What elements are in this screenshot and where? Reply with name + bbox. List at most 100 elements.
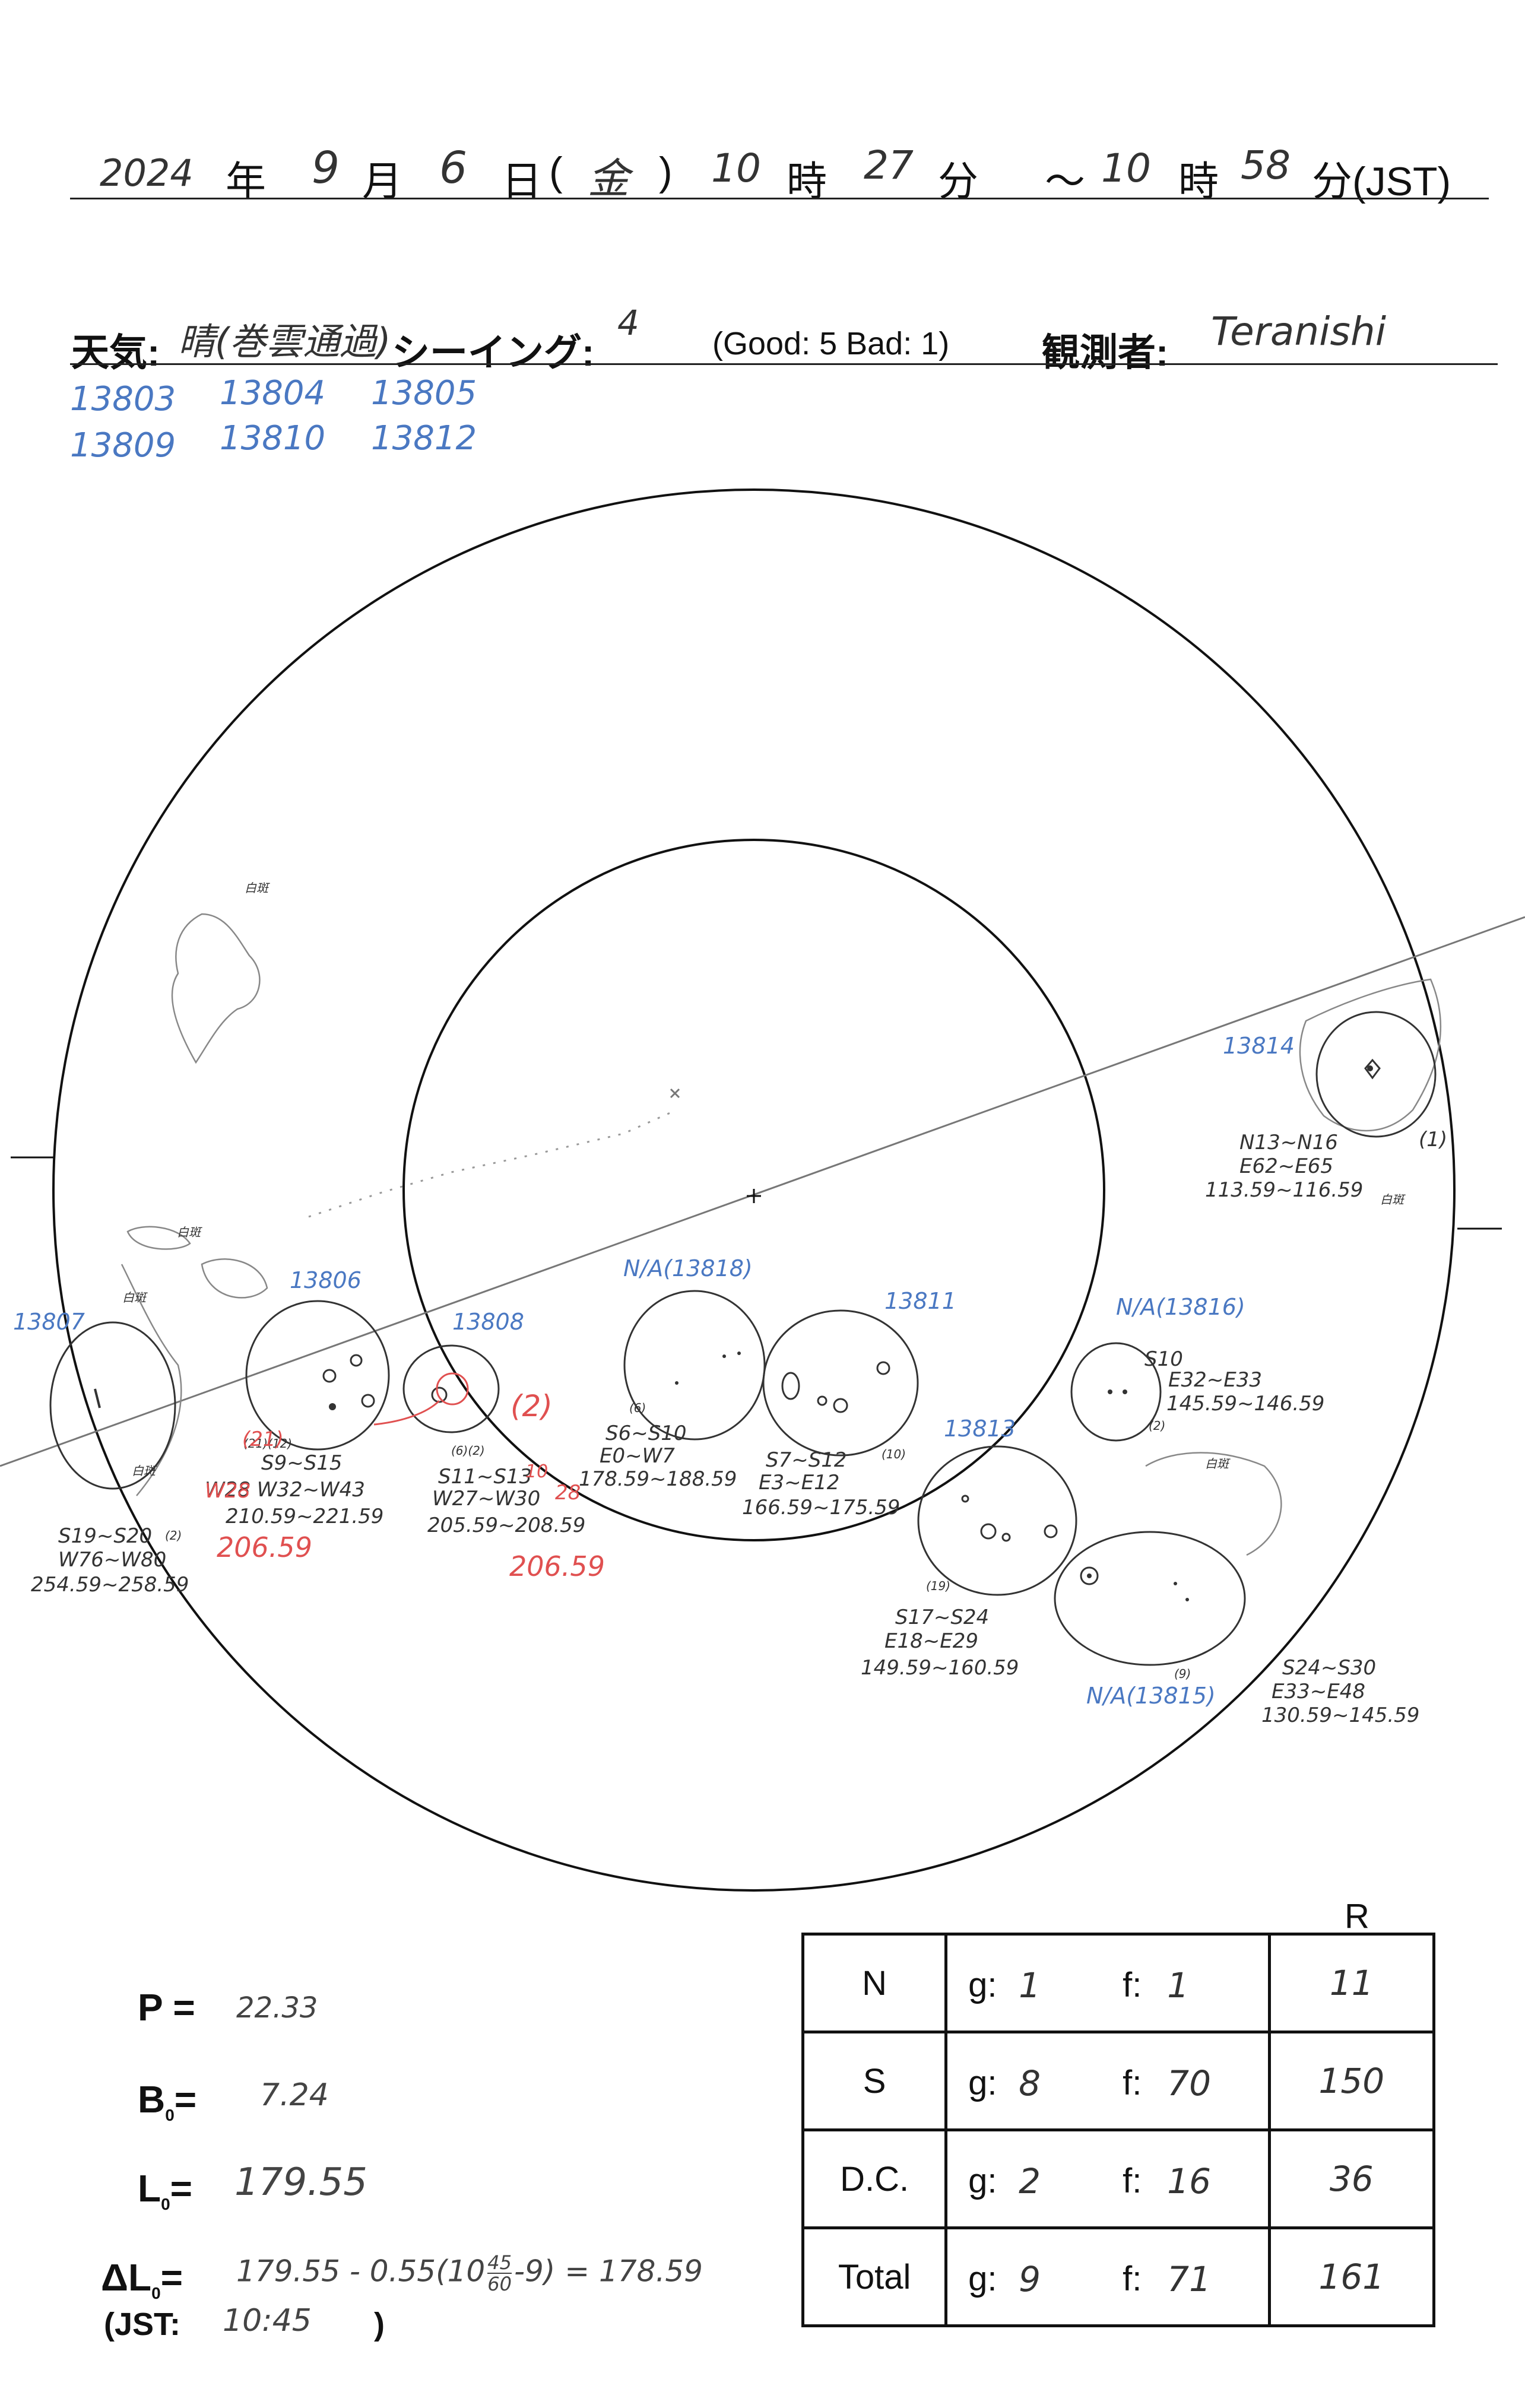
sunspot-umbra xyxy=(737,1351,741,1355)
sunspot-group-13816 xyxy=(1070,1342,1162,1442)
p-value: 22.33 xyxy=(236,1991,318,2025)
g-value: 8 xyxy=(1019,2063,1041,2104)
region-count: (21)(12) xyxy=(243,1436,293,1451)
region-label: 13813 xyxy=(944,1416,1016,1442)
g-value: 2 xyxy=(1019,2161,1041,2201)
r-value: 161 xyxy=(1267,2226,1436,2327)
facula-outline xyxy=(201,1258,268,1299)
weather-underline xyxy=(70,363,1498,365)
sunspot xyxy=(980,1523,997,1540)
region-lat: S19~S20 xyxy=(58,1524,153,1548)
correction-note: 206.59 xyxy=(509,1550,605,1582)
region-lat: S24~S30 xyxy=(1282,1656,1377,1680)
region-cml: 130.59~145.59 xyxy=(1261,1703,1420,1727)
region-list-item: 13803 xyxy=(70,380,176,418)
jst-label: (JST: xyxy=(104,2307,181,2342)
seeing-scale: (Good: 5 Bad: 1) xyxy=(712,326,950,361)
sunspot-group-13807 xyxy=(49,1321,176,1490)
header-underline xyxy=(70,198,1489,199)
sunspot xyxy=(94,1388,101,1408)
hour-unit: 時 xyxy=(787,159,828,204)
sunspot xyxy=(431,1387,448,1403)
sunspot-group-13811 xyxy=(762,1309,919,1457)
facula-outline xyxy=(121,1264,182,1496)
inner-reference-circle xyxy=(402,839,1105,1541)
jst-value: 10:45 xyxy=(223,2303,312,2339)
region-lat: S9~S15 xyxy=(261,1451,343,1475)
facula-label: 白斑 xyxy=(132,1464,156,1478)
sunspot-umbra xyxy=(1123,1389,1127,1394)
sunspot-group-13813 xyxy=(917,1445,1077,1596)
g-value: 9 xyxy=(1019,2259,1041,2299)
drift-end-mark xyxy=(670,1088,680,1099)
sunspot xyxy=(817,1395,828,1406)
row-label: Total xyxy=(801,2226,948,2327)
region-lon: E0~W7 xyxy=(600,1444,675,1468)
year-value: 2024 xyxy=(100,151,194,195)
region-lon: E32~E33 xyxy=(1168,1368,1262,1392)
sunspot xyxy=(961,1495,969,1503)
facula-label: 白斑 xyxy=(177,1225,201,1239)
seeing-value: 4 xyxy=(617,303,639,343)
facula-outline xyxy=(1299,978,1442,1132)
day-unit: 日 xyxy=(502,159,543,204)
sunspot xyxy=(1364,1058,1381,1080)
region-list-item: 13804 xyxy=(220,374,326,413)
facula-label: 白斑 xyxy=(122,1290,146,1305)
region-cml: 149.59~160.59 xyxy=(861,1656,1019,1680)
f-value: 70 xyxy=(1167,2063,1211,2104)
row-label: D.C. xyxy=(801,2128,948,2229)
region-count: (2) xyxy=(1149,1419,1166,1433)
f-label: f: xyxy=(1123,2064,1142,2102)
min-unit-jst: 分(JST) xyxy=(1312,159,1451,204)
region-label: 13814 xyxy=(1223,1033,1295,1059)
region-list-item: 13810 xyxy=(220,419,326,458)
region-lon: E18~E29 xyxy=(884,1629,978,1653)
sunspot-umbra xyxy=(1185,1598,1189,1601)
f-value: 16 xyxy=(1167,2161,1211,2201)
sunspot xyxy=(1044,1524,1058,1538)
sunspot xyxy=(350,1354,363,1367)
correction-note: (2) xyxy=(511,1389,553,1423)
sunspot xyxy=(1001,1533,1011,1542)
region-cml: 113.59~116.59 xyxy=(1205,1178,1364,1202)
region-lat: S11~S13 xyxy=(438,1465,532,1489)
month-unit: 月 xyxy=(362,159,403,204)
year-unit: 年 xyxy=(226,159,267,204)
region-label: 13811 xyxy=(884,1288,956,1314)
region-label: N/A(13818) xyxy=(623,1255,753,1281)
correction-note: (21) xyxy=(242,1427,284,1451)
solar-disk-outline xyxy=(52,488,1456,1892)
region-count: (2) xyxy=(165,1528,182,1543)
region-lon: W27~W30 xyxy=(432,1487,541,1511)
table-row: N g: 1 f: 1 11 xyxy=(801,1933,1436,2033)
region-lon: E33~E48 xyxy=(1272,1680,1365,1703)
region-label: N/A(13816) xyxy=(1116,1294,1245,1320)
p-label: P = xyxy=(138,1986,195,2029)
region-lat: S7~S12 xyxy=(766,1448,847,1472)
sunspot-umbra xyxy=(1174,1582,1177,1585)
region-count: (6) xyxy=(629,1401,646,1415)
r-value: 11 xyxy=(1267,1933,1436,2033)
region-label: 13806 xyxy=(290,1267,362,1293)
sunspot xyxy=(1080,1566,1099,1585)
region-lon: E3~E12 xyxy=(759,1471,840,1495)
weekday-close: ) xyxy=(659,149,673,194)
time-range-tilde: ～ xyxy=(1045,159,1086,204)
sunspot-group-13808 xyxy=(402,1344,500,1433)
region-list-item: 13809 xyxy=(70,426,176,465)
seeing-label: シーイング: xyxy=(392,331,595,374)
weather-label: 天気: xyxy=(71,331,160,374)
table-row: D.C. g: 2 f: 16 36 xyxy=(801,2128,1436,2229)
region-label: 13807 xyxy=(13,1309,85,1335)
row-label: N xyxy=(801,1933,948,2033)
region-cml: 166.59~175.59 xyxy=(742,1496,901,1519)
sunspot-umbra xyxy=(1087,1573,1092,1578)
month-value: 9 xyxy=(312,142,340,193)
region-list-item: 13812 xyxy=(371,419,477,458)
region-list-item: 13805 xyxy=(371,374,477,413)
sunspot-count-table: N g: 1 f: 1 11 S g: 8 f: 70 150 D.C. g: … xyxy=(801,1933,1436,2327)
g-label: g: xyxy=(968,2260,997,2298)
region-cml: 178.59~188.59 xyxy=(579,1467,737,1491)
region-cml: 205.59~208.59 xyxy=(427,1514,586,1537)
